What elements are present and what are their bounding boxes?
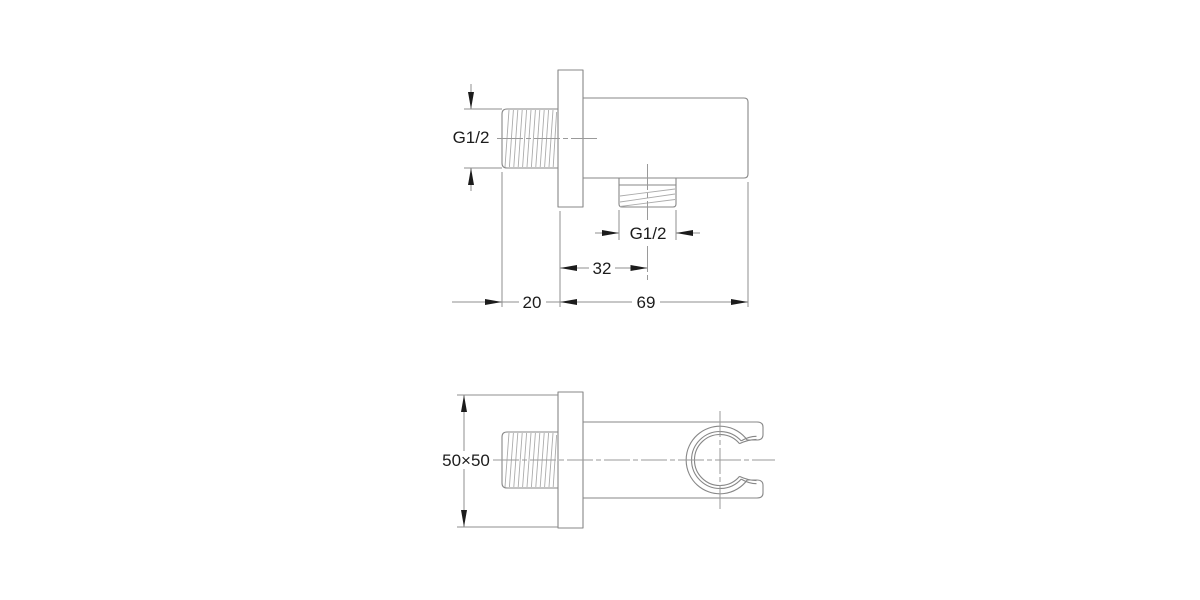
arrowhead-down — [468, 92, 474, 109]
arrowhead-right — [485, 299, 502, 305]
extension-lines — [464, 108, 502, 169]
arrowhead-down — [461, 510, 467, 527]
bottom-view: 50×50 — [442, 391, 775, 529]
dimension-outlet-offset: 32 — [559, 211, 648, 307]
arrowhead-up — [461, 395, 467, 412]
dimension-label: 50×50 — [442, 451, 490, 470]
dimension-label-plate-depth: 20 — [523, 293, 542, 312]
dimension-label: G1/2 — [630, 224, 667, 243]
arrowhead-right-end — [731, 299, 748, 305]
arrowhead-right — [630, 265, 648, 271]
side-view: G1/2 G1/2 32 20 69 — [452, 69, 749, 312]
dimension-label: 32 — [593, 259, 612, 278]
arrowhead-left — [676, 230, 693, 236]
dimension-label-body-length: 69 — [637, 293, 656, 312]
arrowhead-left — [560, 265, 577, 271]
dimension-label: G1/2 — [453, 128, 490, 147]
arrowhead-left — [560, 299, 577, 305]
arrowhead-up — [468, 168, 474, 185]
body-outline — [583, 97, 749, 179]
dimension-plate-size: 50×50 — [442, 394, 558, 528]
dimension-plate-depth-and-body-length: 20 69 — [452, 172, 749, 312]
extension-lines — [457, 394, 558, 528]
extension-lines — [618, 210, 677, 240]
dimension-inlet-thread: G1/2 — [453, 84, 502, 191]
arrowhead-right — [602, 230, 619, 236]
dimension-outlet-thread: G1/2 — [595, 210, 700, 243]
